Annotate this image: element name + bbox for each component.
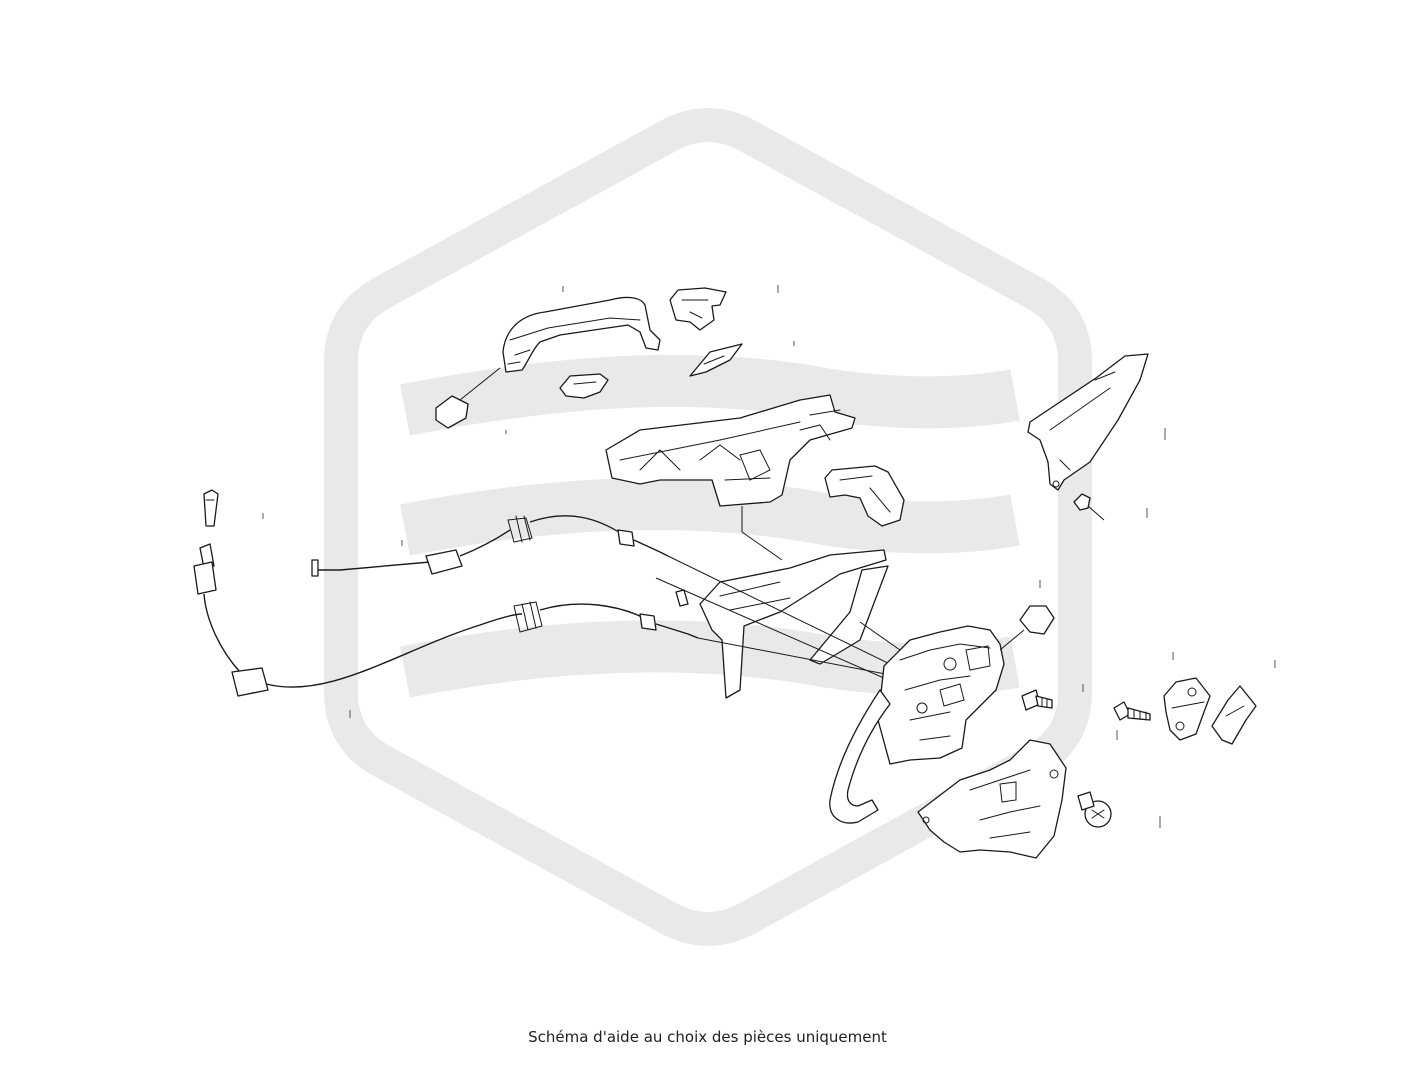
lock-mounting-plate <box>917 739 1067 859</box>
striker-screw <box>1113 701 1151 721</box>
striker-plate <box>1163 677 1211 741</box>
exterior-door-handle <box>502 296 661 373</box>
diagram-caption: Schéma d'aide au choix des pièces unique… <box>528 1028 887 1046</box>
trim-clip <box>1073 493 1105 521</box>
cable-connector-plug <box>203 489 219 527</box>
reference-ticks <box>262 285 1276 828</box>
door-lock-actuator <box>829 625 1005 824</box>
lock-cable-with-connector <box>193 543 699 697</box>
cable-routing-lines <box>655 555 903 687</box>
handle-end-cap <box>669 287 727 331</box>
handle-gasket-rear <box>559 373 609 399</box>
handle-gasket-front <box>689 343 743 377</box>
carrier-support-piece <box>824 465 905 527</box>
carrier-leader-line-2 <box>741 531 783 561</box>
striker-shim <box>1211 685 1257 745</box>
side-trim-plate <box>1027 353 1149 491</box>
handle-carrier-bracket <box>605 394 856 507</box>
guide-bracket <box>675 549 889 699</box>
handle-leader-line <box>459 367 501 401</box>
handle-mount-block <box>435 395 469 429</box>
interior-release-cable <box>311 515 669 577</box>
lock-torx-bolt <box>1077 791 1112 828</box>
lock-screw <box>1021 689 1053 711</box>
lock-cap-clip <box>999 605 1055 651</box>
